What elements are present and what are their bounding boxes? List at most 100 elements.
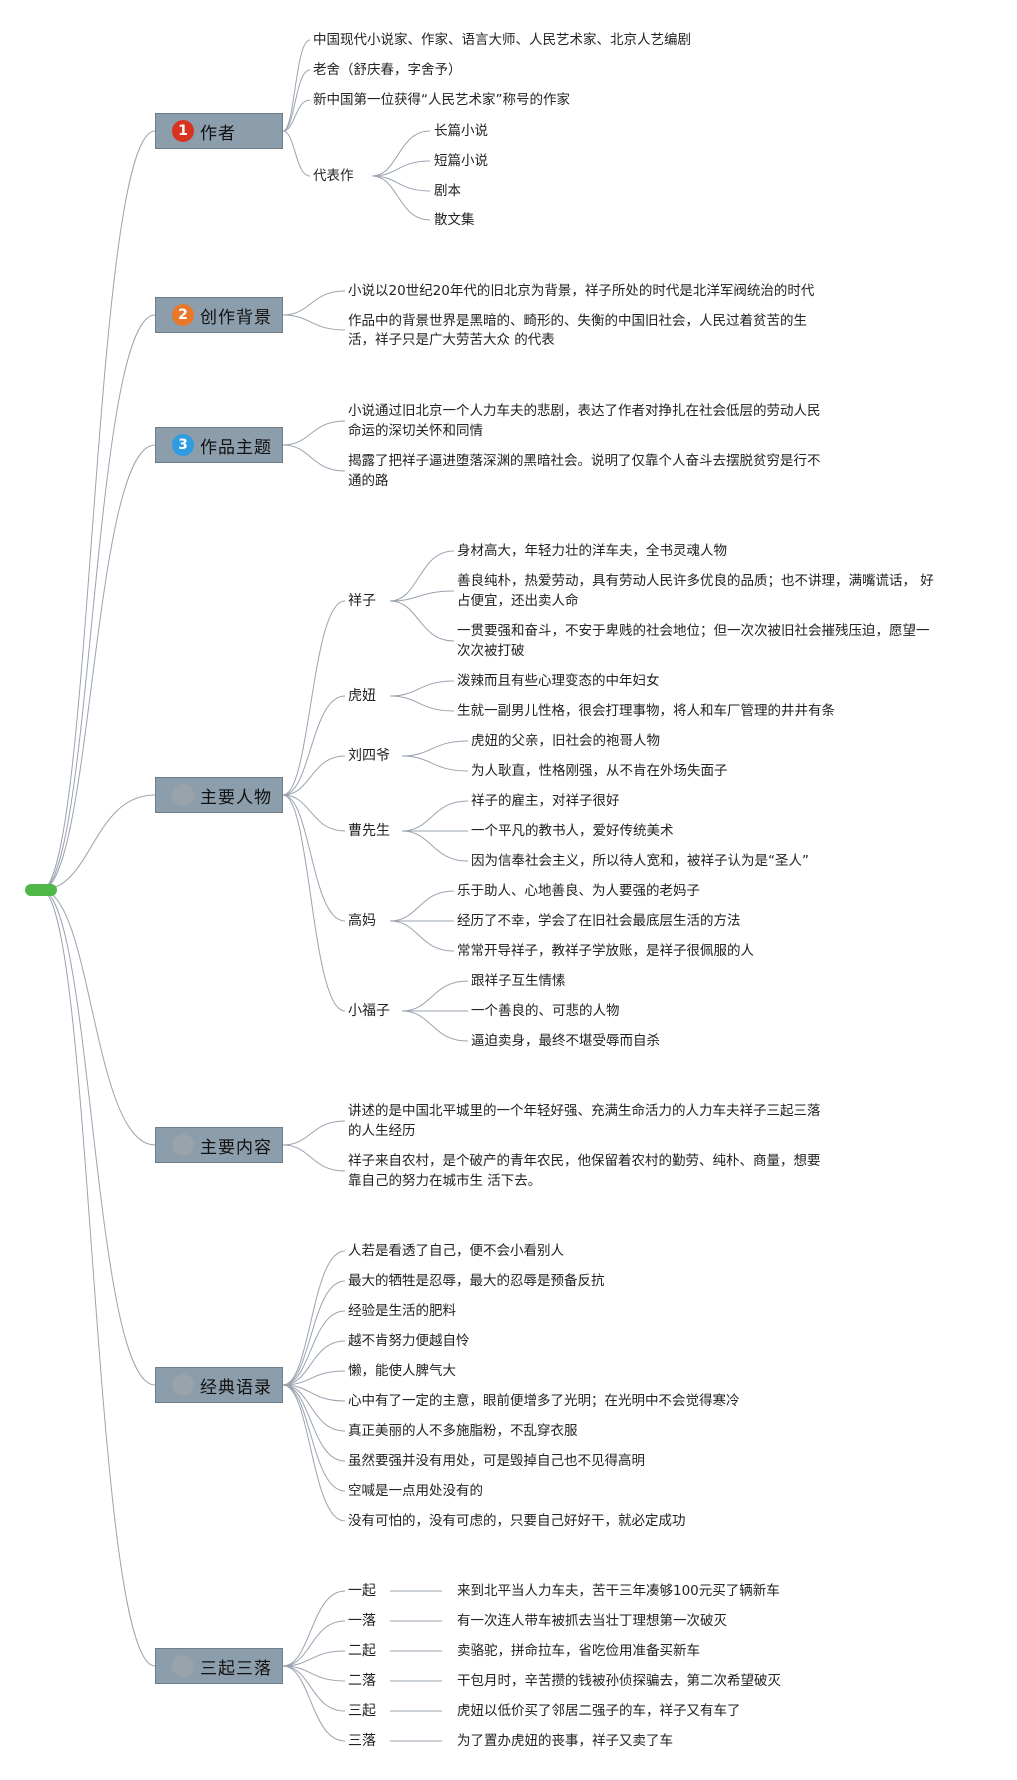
stage-desc-3[interactable]: 卖骆驼，拼命拉车，省吃俭用准备买新车	[457, 1643, 700, 1659]
character-xiaofuzi[interactable]: 小福子	[348, 1003, 390, 1019]
theme-item-2-line-1[interactable]: 揭露了把祥子逼进堕落深渊的黑暗社会。说明了仅靠个人奋斗去摆脱贫穷是行不	[348, 453, 821, 469]
connector-curve	[282, 755, 346, 796]
content-item-2-line-1[interactable]: 祥子来自农村，是个破产的青年农民，他保留着农村的勤劳、纯朴、商量，想要	[348, 1153, 821, 1169]
topic-quotes[interactable]: 经典语录	[155, 1367, 283, 1403]
character-gaoma[interactable]: 高妈	[348, 913, 376, 929]
stage-label-3[interactable]: 二起	[348, 1643, 376, 1659]
xiaofuzi-trait-1[interactable]: 跟祥子互生情愫	[471, 973, 566, 989]
gaoma-trait-1[interactable]: 乐于助人、心地善良、为人要强的老妈子	[457, 883, 700, 899]
background-item-1[interactable]: 小说以20世纪20年代的旧北京为背景，祥子所处的时代是北洋军阀统治的时代	[348, 283, 815, 299]
priority-icon	[172, 1655, 194, 1677]
quote-1[interactable]: 人若是看透了自己，便不会小看别人	[348, 1243, 564, 1259]
cao-trait-1[interactable]: 祥子的雇主，对祥子很好	[471, 793, 620, 809]
character-xiangzi[interactable]: 祥子	[348, 593, 376, 609]
huniu-trait-2[interactable]: 生就一副男儿性格，很会打理事物，将人和车厂管理的井井有条	[457, 703, 835, 719]
content-item-1-line-2[interactable]: 的人生经历	[348, 1123, 416, 1139]
stage-label-1[interactable]: 一起	[348, 1583, 376, 1599]
connector-curve	[40, 889, 156, 1386]
quote-4[interactable]: 越不肯努力便越自怜	[348, 1333, 470, 1349]
connector-curve	[371, 175, 431, 221]
stage-desc-4[interactable]: 干包月时，辛苦攒的钱被孙侦探骗去，第二次希望破灭	[457, 1673, 781, 1689]
connector-curve	[282, 695, 346, 796]
author-work-2[interactable]: 短篇小说	[434, 153, 488, 169]
topic-author[interactable]: 1 作者	[155, 113, 283, 149]
connector-curve	[282, 1620, 346, 1667]
author-work-3[interactable]: 剧本	[434, 183, 461, 199]
author-item-3[interactable]: 新中国第一位获得“人民艺术家”称号的作家	[313, 92, 570, 108]
connector-curve	[282, 794, 346, 1012]
root-node[interactable]	[25, 884, 57, 896]
connector-curve	[40, 794, 156, 891]
connector-curve	[389, 590, 455, 602]
liusiye-trait-1[interactable]: 虎妞的父亲，旧社会的袍哥人物	[471, 733, 660, 749]
quote-3[interactable]: 经验是生活的肥料	[348, 1303, 456, 1319]
theme-item-2-line-2[interactable]: 通的路	[348, 473, 389, 489]
connector-curve	[389, 695, 455, 712]
author-item-1[interactable]: 中国现代小说家、作家、语言大师、人民艺术家、北京人艺编剧	[313, 32, 691, 48]
connector-curve	[401, 800, 469, 832]
huniu-trait-1[interactable]: 泼辣而且有些心理变态的中年妇女	[457, 673, 660, 689]
stage-desc-6[interactable]: 为了置办虎妞的丧事，祥子又卖了车	[457, 1733, 673, 1749]
topic-background[interactable]: 2 创作背景	[155, 297, 283, 333]
connector-curve	[282, 1144, 346, 1172]
cao-trait-3[interactable]: 因为信奉社会主义，所以待人宽和，被祥子认为是“圣人”	[471, 853, 809, 869]
background-item-2-line-2[interactable]: 活，祥子只是广大劳苦大众 的代表	[348, 332, 555, 348]
quote-2[interactable]: 最大的牺牲是忍辱，最大的忍辱是预备反抗	[348, 1273, 605, 1289]
priority-icon	[172, 1134, 194, 1156]
connector-curve	[401, 755, 469, 772]
connector-curve	[282, 1665, 346, 1742]
content-item-1-line-1[interactable]: 讲述的是中国北平城里的一个年轻好强、充满生命活力的人力车夫祥子三起三落	[348, 1103, 821, 1119]
xiangzi-trait-2-line-1[interactable]: 善良纯朴，热爱劳动，具有劳动人民许多优良的品质；也不讲理，满嘴谎话， 好	[457, 573, 934, 589]
connector-curve	[282, 1384, 346, 1432]
theme-item-1-line-1[interactable]: 小说通过旧北京一个人力车夫的悲剧，表达了作者对挣扎在社会低层的劳动人民	[348, 403, 821, 419]
theme-item-1-line-2[interactable]: 命运的深切关怀和同情	[348, 423, 483, 439]
connector-curve	[371, 175, 431, 192]
xiangzi-trait-1[interactable]: 身材高大，年轻力壮的洋车夫，全书灵魂人物	[457, 543, 727, 559]
content-item-2-line-2[interactable]: 靠自己的努力在城市生 活下去。	[348, 1173, 542, 1189]
topic-ups-downs[interactable]: 三起三落	[155, 1648, 283, 1684]
connector-curve	[282, 314, 346, 331]
connector-curve	[401, 830, 469, 862]
liusiye-trait-2[interactable]: 为人耿直，性格刚强，从不肯在外场失面子	[471, 763, 728, 779]
character-huniu[interactable]: 虎妞	[348, 688, 376, 704]
cao-trait-2[interactable]: 一个平凡的教书人，爱好传统美术	[471, 823, 674, 839]
xiaofuzi-trait-3[interactable]: 逼迫卖身，最终不堪受辱而自杀	[471, 1033, 660, 1049]
author-item-2[interactable]: 老舍（舒庆春，字舍予）	[313, 62, 462, 78]
stage-label-5[interactable]: 三起	[348, 1703, 376, 1719]
xiangzi-trait-3-line-2[interactable]: 次次被打破	[457, 643, 525, 659]
topic-content[interactable]: 主要内容	[155, 1127, 283, 1163]
connector-curve	[282, 39, 311, 132]
topic-label: 主要人物	[200, 787, 272, 808]
topic-characters[interactable]: 主要人物	[155, 777, 283, 813]
stage-label-2[interactable]: 一落	[348, 1613, 376, 1629]
topic-label: 创作背景	[200, 307, 272, 328]
connector-curve	[282, 1370, 346, 1386]
connector-curve	[40, 889, 156, 1146]
connector-curve	[282, 1280, 346, 1386]
xiangzi-trait-3-line-1[interactable]: 一贯要强和奋斗，不安于卑贱的社会地位；但一次次被旧社会摧残压迫，愿望一	[457, 623, 930, 639]
stage-label-6[interactable]: 三落	[348, 1733, 376, 1749]
stage-desc-2[interactable]: 有一次连人带车被抓去当壮丁理想第一次破灭	[457, 1613, 727, 1629]
connector-curve	[282, 1665, 346, 1682]
xiangzi-trait-2-line-2[interactable]: 占便宜，还出卖人命	[457, 593, 579, 609]
author-work-1[interactable]: 长篇小说	[434, 123, 488, 139]
background-item-2-line-1[interactable]: 作品中的背景世界是黑暗的、畸形的、失衡的中国旧社会，人民过着贫苦的生	[348, 313, 807, 329]
author-works-label[interactable]: 代表作	[313, 168, 354, 184]
stage-label-4[interactable]: 二落	[348, 1673, 376, 1689]
quote-7[interactable]: 真正美丽的人不多施脂粉，不乱穿衣服	[348, 1423, 578, 1439]
quote-9[interactable]: 空喊是一点用处没有的	[348, 1483, 483, 1499]
character-caoxiansheng[interactable]: 曹先生	[348, 823, 390, 839]
quote-6[interactable]: 心中有了一定的主意，眼前便增多了光明；在光明中不会觉得寒冷	[348, 1393, 740, 1409]
stage-desc-5[interactable]: 虎妞以低价买了邻居二强子的车，祥子又有车了	[457, 1703, 741, 1719]
stage-desc-1[interactable]: 来到北平当人力车夫，苦干三年凑够100元买了辆新车	[457, 1583, 780, 1599]
xiaofuzi-trait-2[interactable]: 一个善良的、可悲的人物	[471, 1003, 620, 1019]
topic-theme[interactable]: 3 作品主题	[155, 427, 283, 463]
character-liusiye[interactable]: 刘四爷	[348, 748, 390, 764]
gaoma-trait-2[interactable]: 经历了不幸，学会了在旧社会最底层生活的方法	[457, 913, 741, 929]
gaoma-trait-3[interactable]: 常常开导祥子，教祥子学放账，是祥子很佩服的人	[457, 943, 754, 959]
connector-curve	[282, 794, 346, 922]
quote-5[interactable]: 懒，能使人脾气大	[348, 1363, 456, 1379]
author-work-4[interactable]: 散文集	[434, 212, 475, 228]
quote-10[interactable]: 没有可怕的，没有可虑的，只要自己好好干，就必定成功	[348, 1513, 686, 1529]
quote-8[interactable]: 虽然要强并没有用处，可是毁掉自己也不见得高明	[348, 1453, 645, 1469]
